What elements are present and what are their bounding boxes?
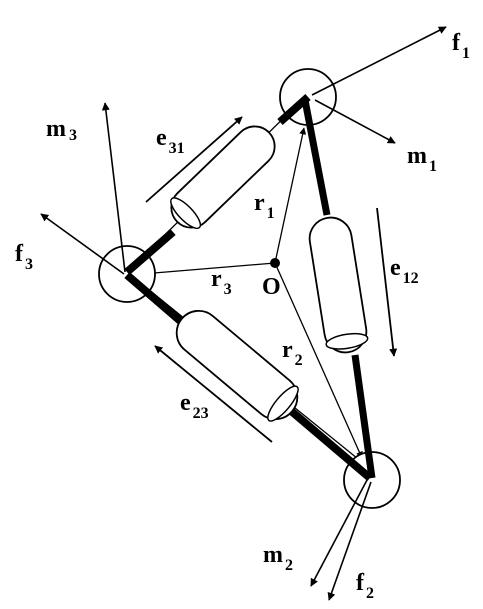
origin-point — [270, 258, 280, 268]
rod-23-upper — [124, 271, 188, 329]
rod-23-lower — [287, 406, 373, 482]
e12-arrow — [376, 207, 398, 357]
f2-arrow — [327, 481, 372, 601]
rod-31-lower — [124, 228, 176, 276]
cylinder-31 — [170, 125, 276, 230]
r1-vector — [274, 127, 307, 264]
actuator-rods — [124, 94, 376, 482]
m2-arrow — [310, 479, 368, 587]
f1-arrow — [311, 26, 447, 96]
rod-12-lower — [351, 354, 376, 479]
r3-vector — [141, 262, 276, 277]
r2-vector — [274, 262, 363, 459]
m3-arrow — [101, 102, 126, 273]
f3-arrow — [40, 213, 125, 275]
origin-label: O — [262, 274, 281, 300]
rod-12-upper — [301, 99, 331, 216]
cylinder-23 — [175, 309, 299, 422]
m1-arrow — [314, 99, 396, 144]
e31-arrow — [145, 116, 243, 203]
e23-arrow — [154, 345, 273, 443]
cylinder-12 — [308, 216, 369, 354]
